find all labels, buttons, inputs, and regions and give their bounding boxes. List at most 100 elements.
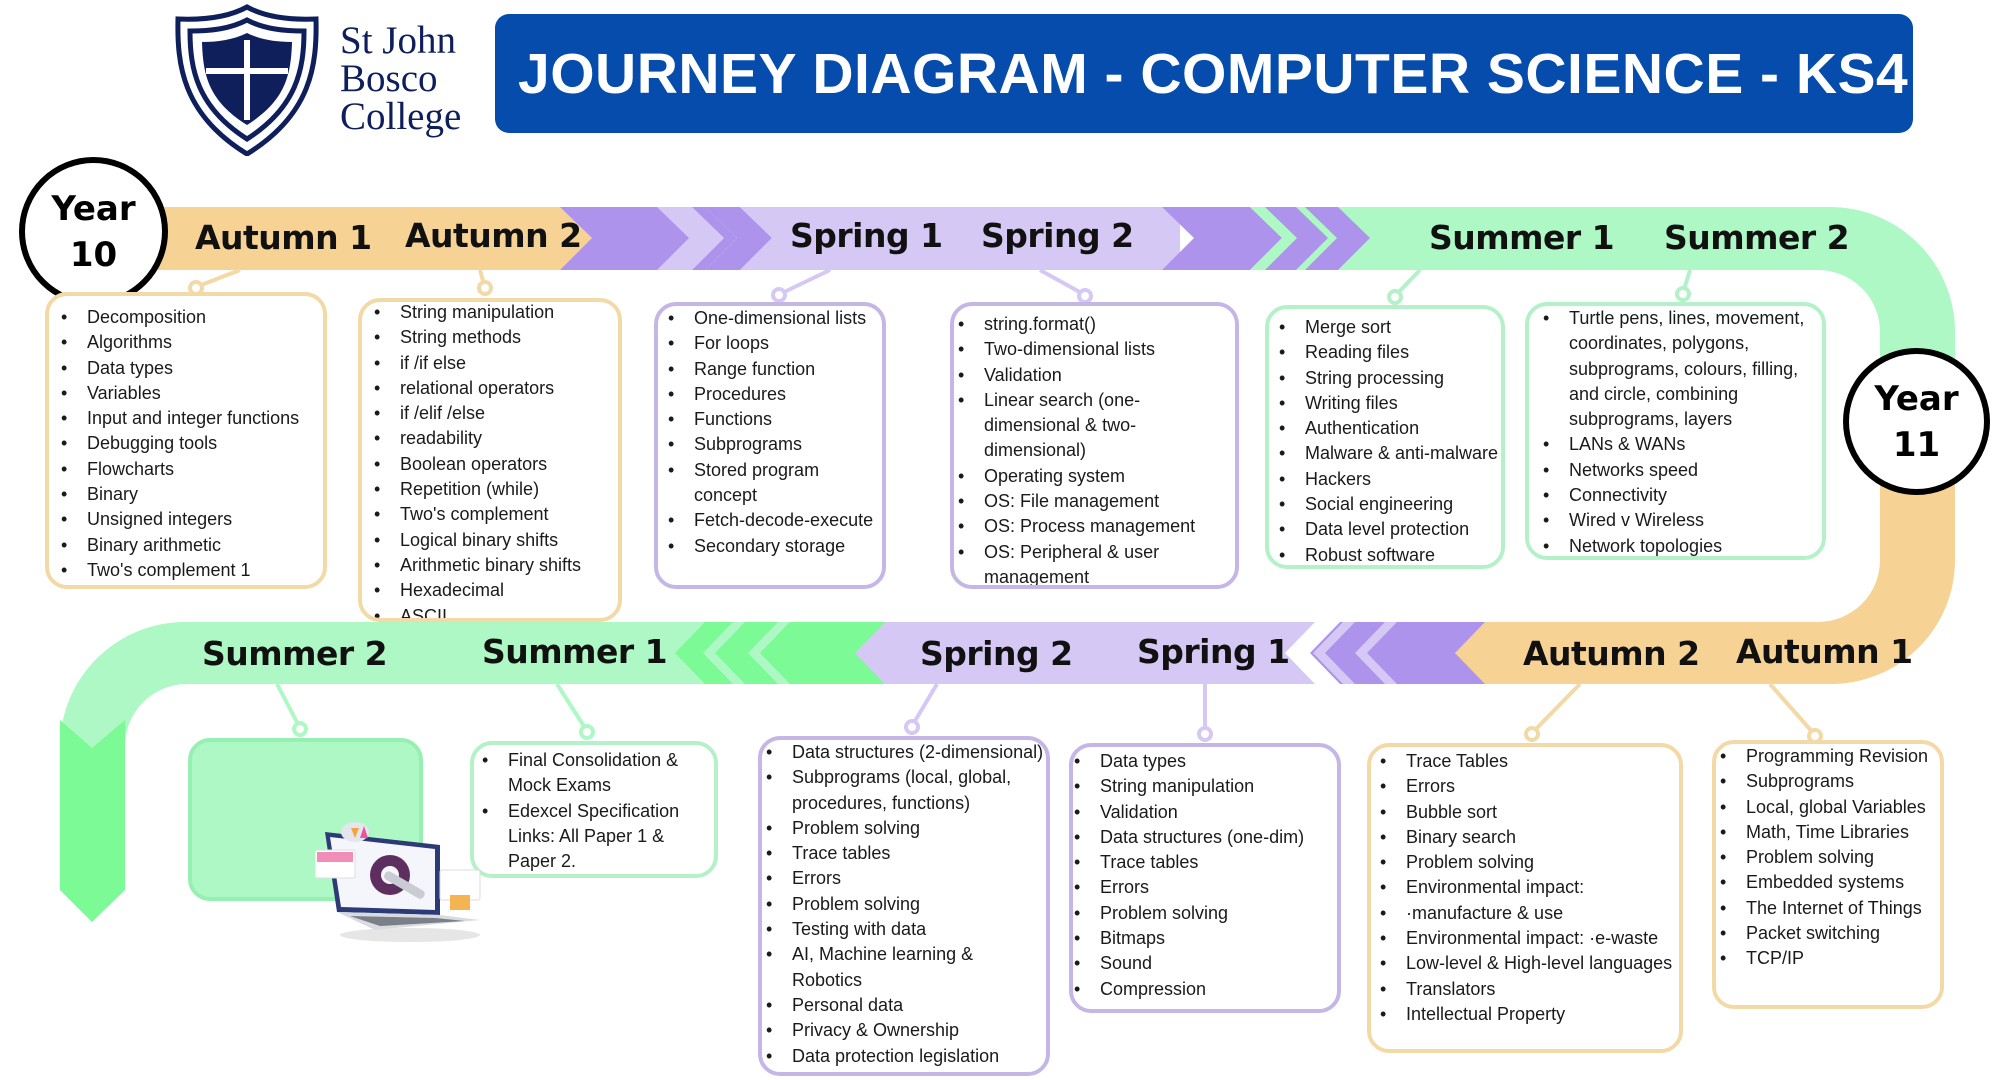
topic-item: Privacy & Ownership — [766, 1018, 1046, 1044]
year-label: Year — [1874, 378, 1959, 419]
shield-icon — [175, 4, 319, 157]
topic-item: Two's complement — [374, 502, 618, 528]
topic-item: Environmental impact: — [1380, 875, 1679, 901]
topic-item: Data structures (2-dimensional) — [766, 740, 1046, 766]
topic-item: Social engineering — [1279, 492, 1501, 518]
chevron — [692, 207, 737, 270]
year-number: 11 — [1892, 424, 1941, 465]
topic-list: Final Consolidation & Mock ExamsEdexcel … — [474, 748, 714, 874]
topic-item: string.format() — [958, 312, 1235, 338]
topic-item: Low-level & High-level languages — [1380, 951, 1679, 977]
chevron — [657, 207, 724, 270]
topic-box-y11-spring-1: Data typesString manipulationValidationD… — [1069, 743, 1341, 1013]
topic-item: Data level protection — [1279, 517, 1501, 543]
topic-item: Robust software — [1279, 543, 1501, 565]
page-title: JOURNEY DIAGRAM - COMPUTER SCIENCE - KS4 — [518, 41, 1909, 106]
topic-item: Errors — [766, 866, 1046, 892]
topic-item: Connectivity — [1543, 483, 1818, 509]
term-label-y10-summer-2: Summer 2 — [1664, 218, 1850, 257]
topic-item: Debugging tools — [61, 431, 323, 457]
term-label-y11-autumn-1: Autumn 1 — [1736, 632, 1913, 671]
term-label-y11-spring-2: Spring 2 — [920, 634, 1073, 673]
topic-item: readability — [374, 426, 618, 452]
year-11-badge: Year 11 — [1843, 348, 1990, 495]
topic-item: Turtle pens, lines, movement, coordinate… — [1543, 306, 1818, 432]
topic-item: Compression — [1074, 977, 1337, 1003]
topic-list: Programming RevisionSubprogramsLocal, gl… — [1716, 744, 1940, 972]
chevron — [703, 622, 745, 684]
topic-item: OS: Process management — [958, 514, 1235, 540]
school-name-line: St John — [340, 19, 456, 62]
band-y10-spring-light — [740, 207, 1180, 270]
band-y10-autumn-arrow — [565, 207, 592, 270]
chevron — [1265, 207, 1328, 270]
band-y11-spring-dark — [1310, 622, 1485, 684]
term-label-y11-summer-2: Summer 2 — [202, 634, 388, 673]
topic-box-y10-spring-1: One-dimensional listsFor loopsRange func… — [654, 302, 886, 589]
topic-item: Edexcel Specification Links: All Paper 1… — [482, 799, 704, 874]
topic-list: One-dimensional listsFor loopsRange func… — [658, 306, 882, 559]
topic-item: Two's complement 1 — [61, 558, 323, 584]
topic-item: Hexadecimal — [374, 578, 618, 604]
band-y10-autumn — [150, 207, 565, 270]
topic-item: OS: File management — [958, 489, 1235, 515]
topic-item: For loops — [668, 331, 882, 357]
down-arrow — [60, 720, 125, 922]
title-banner: JOURNEY DIAGRAM - COMPUTER SCIENCE - KS4 — [495, 14, 1913, 133]
topic-list: Data typesString manipulationValidationD… — [1073, 749, 1337, 1002]
topic-item: Procedures — [668, 382, 882, 408]
topic-item: String manipulation — [374, 302, 618, 326]
topic-item: Two-dimensional lists — [958, 337, 1235, 363]
term-label-y11-summer-1: Summer 1 — [482, 632, 668, 671]
topic-item: Reading files — [1279, 340, 1501, 366]
topic-item: Intellectual Property — [1380, 1002, 1679, 1028]
topic-item: Packet switching — [1720, 921, 1940, 947]
topic-item: Trace tables — [766, 841, 1046, 867]
school-name-line: Bosco — [340, 57, 438, 100]
topic-item: Arithmetic binary shifts — [374, 553, 618, 579]
school-name: St John Bosco College — [340, 19, 461, 136]
year-number: 10 — [69, 234, 118, 275]
topic-item: Linear search (one-dimensional & two-dim… — [958, 388, 1235, 464]
topic-item: Wired v Wireless — [1543, 508, 1818, 534]
topic-item: Authentication — [1279, 416, 1501, 442]
topic-item: Translators — [1380, 977, 1679, 1003]
topic-item: Binary — [61, 482, 323, 508]
topic-item: Writing files — [1279, 391, 1501, 417]
topic-box-y11-summer-1: Final Consolidation & Mock ExamsEdexcel … — [470, 741, 718, 878]
topic-item: Fetch-decode-execute — [668, 508, 882, 534]
term-label-y10-summer-1: Summer 1 — [1429, 218, 1615, 257]
band-y11-summer — [60, 622, 705, 860]
topic-item: Functions — [668, 407, 882, 433]
topic-box-y10-autumn-1: DecompositionAlgorithmsData typesVariabl… — [45, 292, 327, 589]
topic-item: Trace Tables — [1380, 749, 1679, 775]
band-y11-autumn — [1480, 430, 1955, 684]
topic-box-y10-summer-2: Turtle pens, lines, movement, coordinate… — [1525, 302, 1826, 560]
chevron — [1305, 207, 1370, 270]
topic-item: Merge sort — [1279, 315, 1501, 341]
topic-list: String manipulationString methodsif /if … — [362, 302, 618, 618]
topic-list: DecompositionAlgorithmsData typesVariabl… — [49, 305, 323, 584]
topic-item: ·manufacture & use — [1380, 901, 1679, 927]
topic-item: LANs & WANs — [1543, 432, 1818, 458]
topic-list: Turtle pens, lines, movement, coordinate… — [1529, 306, 1822, 556]
topic-item: Problem solving — [1074, 901, 1337, 927]
topic-item: Logical binary shifts — [374, 528, 618, 554]
topic-item: Algorithms — [61, 330, 323, 356]
topic-item: Secondary storage — [668, 534, 882, 560]
topic-item: Environmental impact: ·e-waste — [1380, 926, 1679, 952]
topic-item: OS: Peripheral & user management — [958, 540, 1235, 585]
topic-item: Testing with data — [766, 917, 1046, 943]
topic-item: Validation — [1074, 800, 1337, 826]
school-logo — [172, 4, 322, 157]
topic-item: Final Consolidation & Mock Exams — [482, 748, 704, 799]
topic-item: Repetition (while) — [374, 477, 618, 503]
term-label-y11-spring-1: Spring 1 — [1137, 632, 1290, 671]
topic-item: relational operators — [374, 376, 618, 402]
topic-list: string.format()Two-dimensional listsVali… — [954, 312, 1235, 585]
topic-item: Data protection legislation — [766, 1044, 1046, 1070]
topic-item: AI, Machine learning & Robotics — [766, 942, 1046, 993]
topic-item: Programming Revision — [1720, 744, 1940, 770]
topic-item: Math, Time Libraries — [1720, 820, 1940, 846]
